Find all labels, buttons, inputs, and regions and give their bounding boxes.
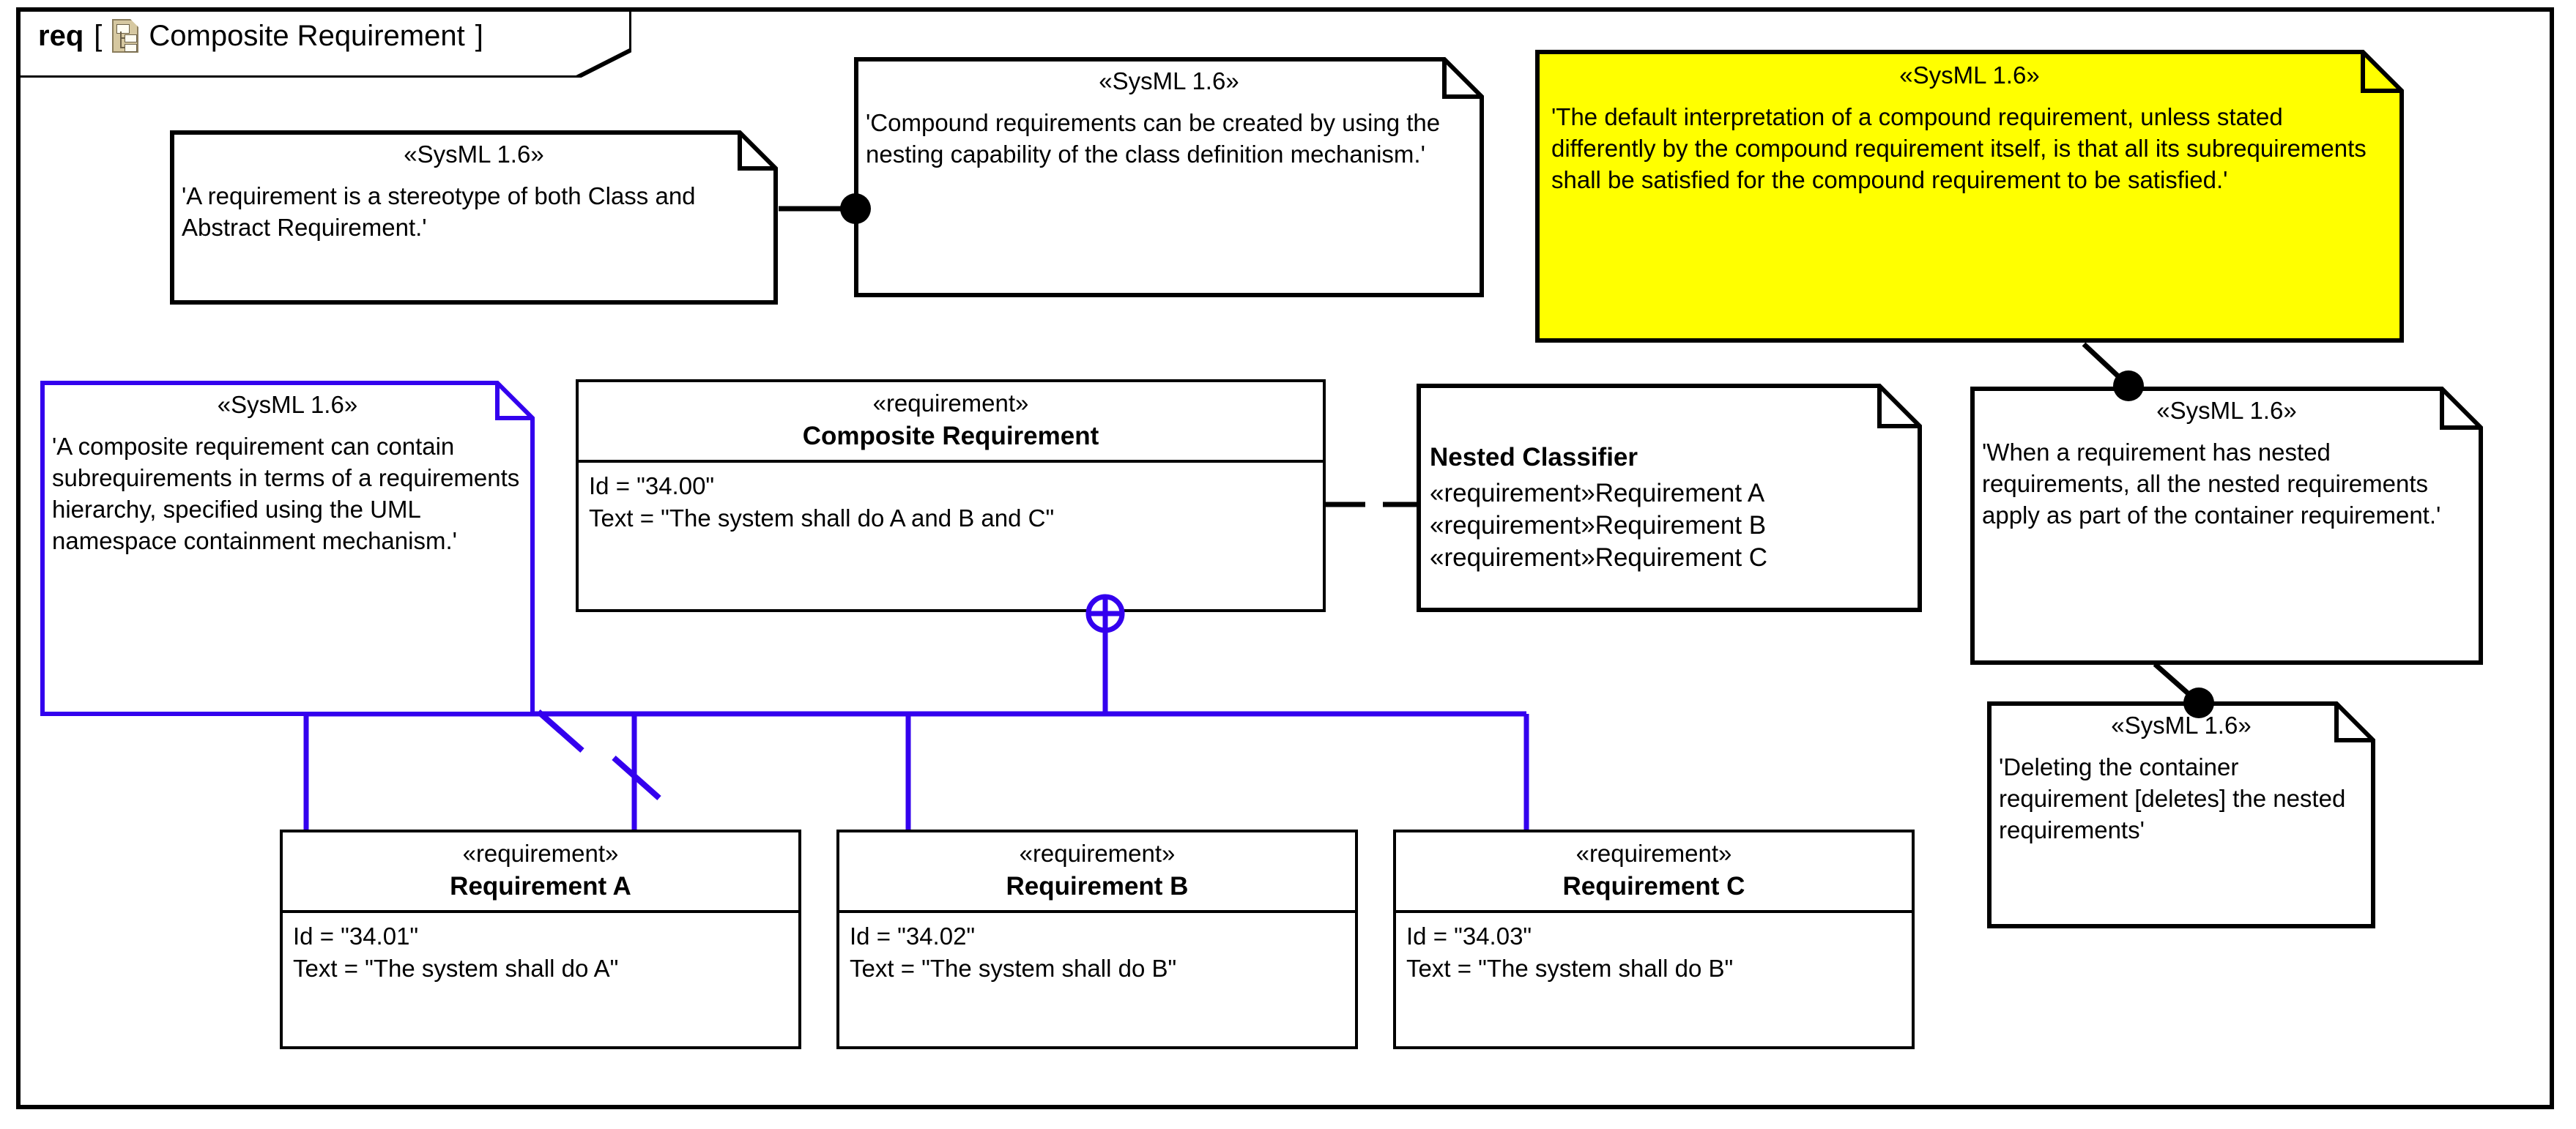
- block-requirement-b[interactable]: «requirement» Requirement B Id = "34.02"…: [836, 830, 1358, 1049]
- note-text: 'The default interpretation of a compoun…: [1551, 103, 2367, 193]
- bracket-open: [: [94, 19, 103, 52]
- note-shape: [170, 130, 778, 305]
- bracket-close: ]: [475, 19, 483, 52]
- note-shape: [1987, 701, 2375, 928]
- block-text: Text = "The system shall do B": [1406, 954, 1734, 982]
- diagram-frame-heading: req [ Composite Requirement ]: [38, 19, 483, 53]
- note-stereotype: «SysML 1.6»: [1899, 62, 2040, 89]
- diagram-title: Composite Requirement: [149, 19, 465, 52]
- block-id: Id = "34.03": [1406, 923, 1532, 950]
- block-id: Id = "34.02": [850, 923, 976, 950]
- note-nested-apply: «SysML 1.6» 'When a requirement has nest…: [1970, 387, 2483, 665]
- block-name: Requirement A: [450, 872, 631, 901]
- requirement-diagram-icon: [112, 19, 139, 53]
- block-name: Composite Requirement: [802, 422, 1099, 450]
- note-shape: [40, 381, 535, 716]
- block-id: Id = "34.00": [589, 472, 715, 499]
- block-stereotype: «requirement»: [462, 840, 619, 867]
- note-text: 'A requirement is a stereotype of both C…: [182, 182, 696, 241]
- note-deleting-container: «SysML 1.6» 'Deleting the container requ…: [1987, 701, 2375, 928]
- note-stereotype: «SysML 1.6»: [2111, 712, 2252, 739]
- block-name: Requirement B: [1006, 872, 1189, 901]
- note-composite-containment: «SysML 1.6» 'A composite requirement can…: [40, 381, 535, 716]
- block-name: Requirement C: [1562, 872, 1745, 901]
- note-shape: [854, 57, 1484, 297]
- note-stereotype: «SysML 1.6»: [217, 391, 358, 418]
- block-stereotype: «requirement»: [872, 390, 1029, 417]
- block-text: Text = "The system shall do B": [850, 954, 1177, 982]
- block-header: «requirement» Composite Requirement: [579, 382, 1323, 463]
- block-header: «requirement» Requirement A: [283, 832, 798, 913]
- nested-classifier-entry: «requirement»Requirement B: [1430, 510, 1767, 540]
- note-text: 'Compound requirements can be created by…: [866, 108, 1441, 168]
- note-requirement-stereotype: «SysML 1.6» 'A requirement is a stereoty…: [170, 130, 778, 305]
- block-stereotype: «requirement»: [1019, 840, 1176, 867]
- note-stereotype: «SysML 1.6»: [1099, 67, 1239, 94]
- block-composite-requirement[interactable]: «requirement» Composite Requirement Id =…: [576, 379, 1326, 612]
- block-requirement-a[interactable]: «requirement» Requirement A Id = "34.01"…: [280, 830, 801, 1049]
- note-text: 'When a requirement has nested requireme…: [1982, 438, 2441, 529]
- diagram-kind-label: req: [38, 19, 84, 52]
- block-requirement-c[interactable]: «requirement» Requirement C Id = "34.03"…: [1393, 830, 1915, 1049]
- diagram-frame: [16, 7, 2554, 1109]
- block-id: Id = "34.01": [293, 923, 419, 950]
- block-compartment: Id = "34.01" Text = "The system shall do…: [283, 913, 798, 993]
- note-compound-nesting: «SysML 1.6» 'Compound requirements can b…: [854, 57, 1484, 297]
- note-stereotype: «SysML 1.6»: [2156, 397, 2297, 424]
- block-compartment: Id = "34.03" Text = "The system shall do…: [1396, 913, 1912, 993]
- note-text: 'A composite requirement can contain sub…: [52, 432, 520, 554]
- note-nested-classifier: Nested Classifier «requirement»Requireme…: [1417, 384, 1922, 612]
- block-compartment: Id = "34.02" Text = "The system shall do…: [839, 913, 1355, 993]
- block-header: «requirement» Requirement B: [839, 832, 1355, 913]
- note-shape: [1535, 50, 2404, 343]
- note-text: 'Deleting the container requirement [del…: [1999, 753, 2346, 843]
- block-header: «requirement» Requirement C: [1396, 832, 1912, 913]
- note-default-interpretation: «SysML 1.6» 'The default interpretation …: [1535, 50, 2404, 343]
- block-stereotype: «requirement»: [1575, 840, 1732, 867]
- nested-classifier-title: Nested Classifier: [1430, 443, 1638, 472]
- nested-classifier-entry: «requirement»Requirement C: [1430, 543, 1768, 572]
- note-shape: [1970, 387, 2483, 665]
- block-compartment: Id = "34.00" Text = "The system shall do…: [579, 463, 1323, 543]
- block-text: Text = "The system shall do A and B and …: [589, 504, 1055, 532]
- nested-classifier-entry: «requirement»Requirement A: [1430, 478, 1765, 507]
- note-stereotype: «SysML 1.6»: [404, 141, 544, 168]
- block-text: Text = "The system shall do A": [293, 954, 619, 982]
- note-shape: [1417, 384, 1922, 612]
